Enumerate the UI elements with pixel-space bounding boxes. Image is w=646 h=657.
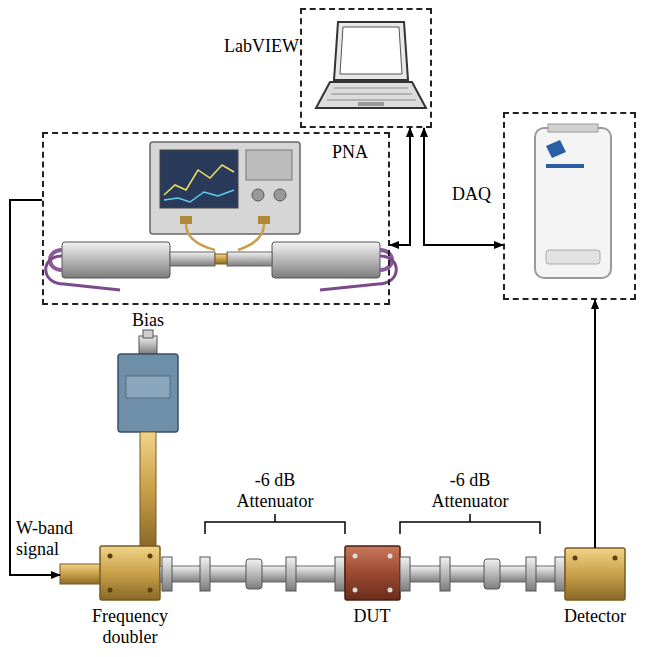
component-label: Frequency doubler [80, 606, 180, 648]
bias-component: Bias [118, 335, 178, 432]
daq-box: DAQ [503, 112, 636, 300]
software-box: LabVIEW [300, 8, 432, 128]
component-label: LabVIEW [224, 36, 300, 57]
waveguide-chain [60, 546, 625, 600]
component-label: DUT [332, 606, 412, 627]
signal-arrow [594, 300, 596, 548]
signal-arrow [424, 128, 503, 245]
doubler-component: Frequency doubler [60, 545, 160, 600]
component-label: Detector [555, 606, 635, 627]
bracket [205, 514, 540, 534]
component-label: Bias [108, 310, 188, 331]
network-analyzer [46, 142, 397, 290]
instrument-box: PNA [42, 132, 390, 305]
component-label: PNA [332, 142, 382, 163]
laptop-icon [316, 22, 426, 108]
signal-label: W-band signal [16, 518, 90, 560]
attenuator-label: -6 dB Attenuator [225, 470, 325, 512]
dut-component: DUT [345, 545, 400, 600]
bias-box [118, 330, 178, 546]
attenuator-label: -6 dB Attenuator [420, 470, 520, 512]
daq-device [535, 124, 611, 278]
component-label: DAQ [452, 184, 502, 205]
signal-arrow [390, 128, 410, 245]
detector-component: Detector [565, 548, 625, 600]
